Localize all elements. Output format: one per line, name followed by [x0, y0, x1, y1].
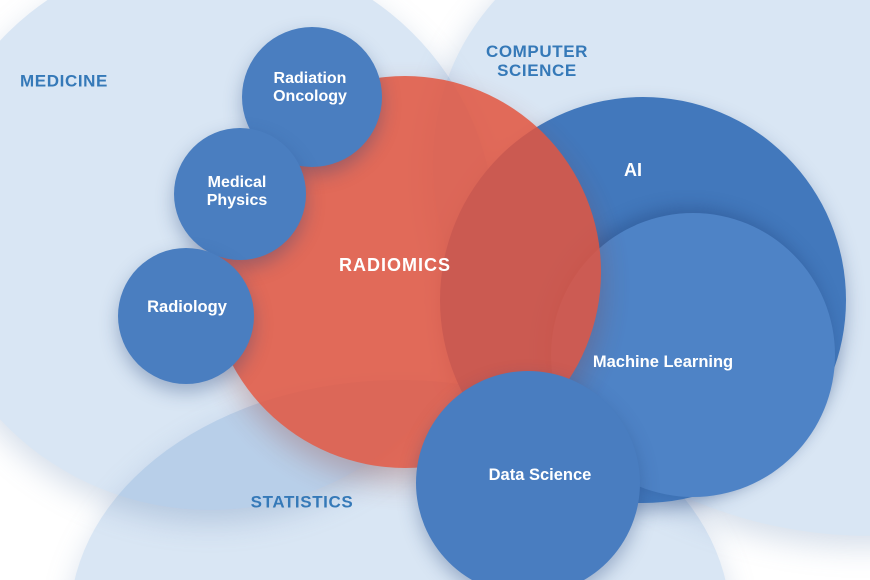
computer-science-label: COMPUTER SCIENCE — [486, 42, 588, 80]
computer-science-label-line1: COMPUTER — [485, 41, 589, 61]
data-science-circle — [416, 371, 640, 580]
medical-physics-label-line2: Physics — [206, 192, 268, 209]
ai-label: AI — [624, 159, 642, 180]
machine-learning-label: Machine Learning — [592, 352, 734, 371]
medical-physics-label: Medical Physics — [207, 174, 267, 210]
data-science-label: Data Science — [488, 465, 592, 484]
radiology-label: Radiology — [147, 297, 227, 316]
medical-physics-label-line1: Medical — [207, 174, 267, 192]
medical-physics-circle — [174, 128, 306, 260]
radiology-circle — [118, 248, 254, 384]
computer-science-label-line2: SCIENCE — [497, 61, 577, 80]
radiation-oncology-label-line2: Oncology — [273, 88, 347, 105]
statistics-label: STATISTICS — [250, 492, 354, 512]
radiation-oncology-label: Radiation Oncology — [273, 70, 347, 106]
radiation-oncology-label-line1: Radiation — [273, 70, 347, 88]
radiomics-label: RADIOMICS — [339, 254, 451, 275]
medicine-label: MEDICINE — [20, 71, 108, 91]
